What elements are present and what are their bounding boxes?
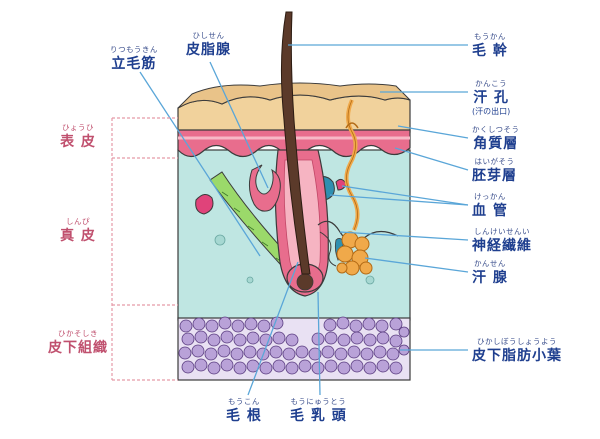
layer-label-subcutis: ひかそしき 皮下組織 (48, 329, 108, 356)
label-fat-lobule: ひかしぼうしょうよう 皮下脂肪小葉 (472, 337, 562, 364)
layer-brackets (111, 117, 178, 381)
label-stratum-basale: はいがそう 胚芽層 (472, 157, 517, 184)
layer-label-epidermis: ひょうひ 表 皮 (60, 123, 96, 150)
sebaceous-gland (248, 164, 281, 212)
skin-surface (177, 82, 411, 109)
label-sweat-pore: かんこう 汗 孔 (汗の出口) (472, 79, 511, 116)
layer-label-dermis: しんぴ 真 皮 (60, 217, 96, 244)
label-sebaceous-gland: ひしせん 皮脂腺 (186, 31, 231, 58)
leader-lines (139, 44, 469, 396)
sweat-gland (336, 231, 373, 276)
label-hair-shaft: もうかん 毛 幹 (472, 32, 508, 59)
blood-vessel-red (195, 194, 214, 215)
label-blood-vessel: けっかん 血 管 (472, 192, 508, 219)
hair-shaft (280, 11, 311, 275)
label-stratum-corneum: かくしつそう 角質層 (472, 125, 520, 152)
label-arrector-pili: りつもうきん 立毛筋 (110, 45, 158, 72)
label-hair-root: もうこん 毛 根 (226, 397, 262, 424)
label-sweat-gland: かんせん 汗 腺 (472, 259, 508, 286)
fat-lobules (178, 316, 410, 375)
label-nerve-fiber: しんけいせんい 神経繊維 (472, 227, 532, 254)
label-dermal-papilla: もうにゅうとう 毛 乳 頭 (290, 397, 347, 424)
dermal-papilla-shape (296, 273, 314, 291)
